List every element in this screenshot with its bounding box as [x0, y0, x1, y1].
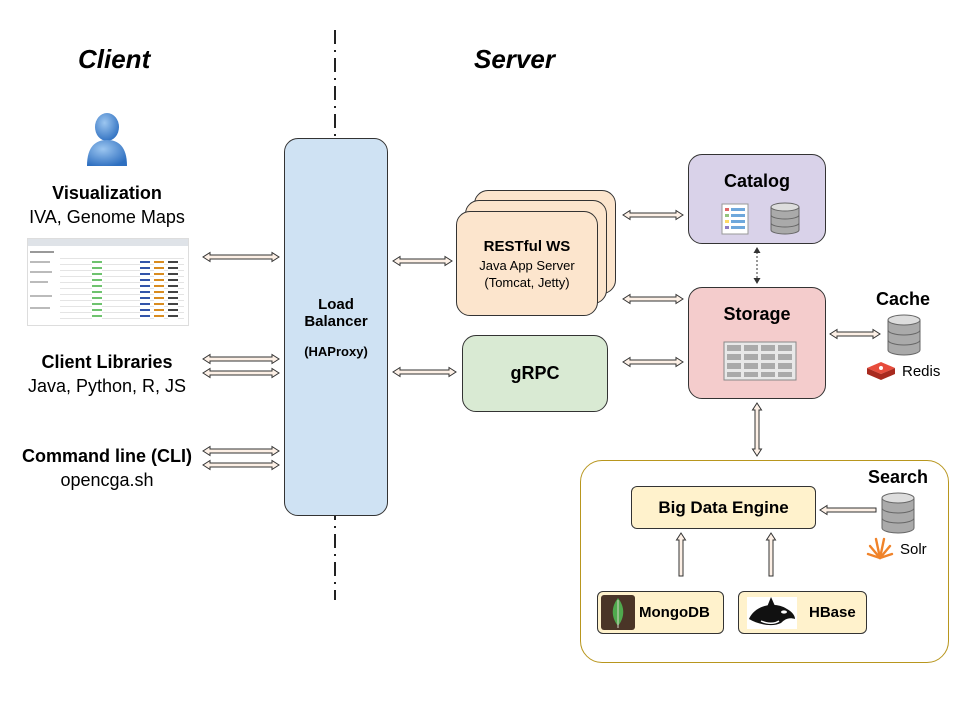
arrow-catalog-storage	[753, 247, 761, 284]
load-balancer-box: Load Balancer (HAProxy)	[284, 138, 388, 516]
data-table-icon	[723, 341, 797, 381]
rest-ws-box: RESTful WS Java App Server (Tomcat, Jett…	[456, 211, 598, 316]
document-list-icon	[721, 203, 749, 235]
redis-icon	[867, 362, 895, 380]
user-icon	[87, 113, 127, 166]
grpc-title: gRPC	[510, 363, 560, 383]
load-balancer-line3: (HAProxy)	[304, 343, 368, 359]
arrow-rest-catalog	[622, 209, 684, 221]
mongodb-leaf-icon	[601, 595, 635, 630]
arrow-cli-lb-2	[202, 459, 280, 471]
arrow-libraries-lb-2	[202, 367, 280, 379]
cache-title: Cache	[876, 289, 931, 309]
rest-ws-line1: Java App Server	[479, 257, 575, 273]
arrow-cli-lb-1	[202, 445, 280, 457]
catalog-box: Catalog	[688, 154, 826, 244]
redis-label: Redis	[902, 363, 941, 380]
database-icon	[770, 202, 800, 235]
hbase-label: HBase	[809, 604, 856, 621]
big-data-area	[580, 460, 949, 663]
hbase-orca-icon	[747, 597, 797, 629]
arrow-rest-storage	[622, 293, 684, 305]
cli-subtitle: opencga.sh	[60, 470, 154, 490]
catalog-title: Catalog	[723, 171, 790, 191]
arrow-storage-cache	[829, 328, 881, 340]
hbase-box: HBase	[738, 591, 867, 634]
big-data-engine-box: Big Data Engine	[631, 486, 816, 529]
client-section-title: Client	[78, 44, 151, 74]
web-app-screenshot	[27, 238, 189, 326]
visualization-subtitle: IVA, Genome Maps	[29, 207, 185, 227]
arrow-mongodb-bigdata	[675, 532, 687, 577]
server-section-title: Server	[474, 44, 555, 74]
storage-title: Storage	[723, 304, 791, 324]
search-database-icon	[881, 492, 915, 534]
arrow-libraries-lb-1	[202, 353, 280, 365]
storage-box: Storage	[688, 287, 826, 399]
load-balancer-line2: Balancer	[304, 312, 368, 330]
mongodb-box: MongoDB	[597, 591, 724, 634]
rest-ws-title: RESTful WS	[483, 237, 571, 255]
rest-ws-line2: (Tomcat, Jetty)	[484, 274, 570, 290]
arrow-search-bigdata	[819, 504, 877, 516]
cache-database-icon	[887, 314, 921, 356]
arrow-hbase-bigdata	[765, 532, 777, 577]
big-data-engine-title: Big Data Engine	[658, 497, 789, 517]
arrow-lb-grpc	[392, 366, 457, 378]
arrow-storage-bigdata	[751, 402, 763, 457]
grpc-box: gRPC	[462, 335, 608, 412]
arrow-visualization-lb	[202, 251, 280, 263]
solr-label: Solr	[900, 541, 927, 558]
search-title: Search	[868, 467, 929, 487]
solr-icon	[866, 537, 894, 560]
cli-title: Command line (CLI)	[22, 446, 192, 466]
mongodb-label: MongoDB	[639, 604, 710, 621]
arrow-lb-rest	[392, 255, 453, 267]
visualization-title: Visualization	[52, 183, 162, 203]
client-libraries-title: Client Libraries	[41, 352, 173, 372]
client-libraries-subtitle: Java, Python, R, JS	[27, 376, 187, 396]
load-balancer-line1: Load	[318, 295, 354, 313]
arrow-grpc-storage	[622, 356, 684, 368]
